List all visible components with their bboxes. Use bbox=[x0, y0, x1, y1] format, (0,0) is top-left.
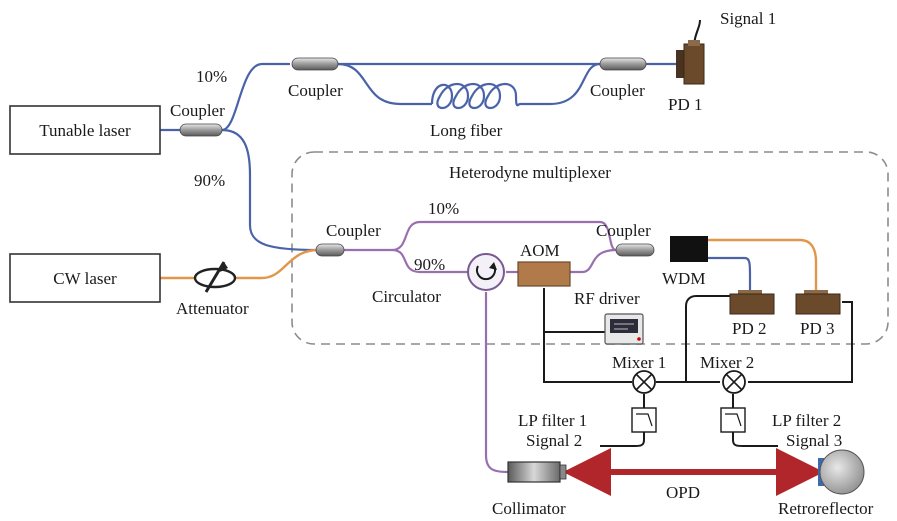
signal3-label: Signal 3 bbox=[786, 431, 842, 450]
cw-laser-label: CW laser bbox=[53, 269, 117, 288]
circulator-icon bbox=[467, 253, 505, 291]
pd3-detector bbox=[795, 290, 841, 315]
lp-filter2-label: LP filter 2 bbox=[772, 411, 841, 430]
pd1-label: PD 1 bbox=[668, 95, 702, 114]
split-90-het-label: 90% bbox=[414, 255, 445, 274]
retroreflector-icon bbox=[818, 449, 865, 495]
opd-label: OPD bbox=[666, 483, 700, 502]
coupler-input bbox=[179, 123, 223, 137]
collimator-icon bbox=[507, 461, 567, 483]
signal1-label: Signal 1 bbox=[720, 9, 776, 28]
mixer1-icon bbox=[632, 370, 656, 394]
circulator-label: Circulator bbox=[372, 287, 441, 306]
pd1-detector bbox=[676, 40, 705, 85]
lp-filter2-icon bbox=[720, 407, 746, 433]
coupler-mzi-in-label: Coupler bbox=[288, 81, 343, 100]
tunable-laser: Tunable laser bbox=[9, 105, 161, 155]
attenuator-icon bbox=[193, 261, 237, 293]
rf-driver-icon bbox=[604, 313, 644, 345]
orange-fiber-network bbox=[160, 238, 818, 292]
lp-filter1-icon bbox=[631, 407, 657, 433]
mixer2-label: Mixer 2 bbox=[700, 353, 754, 372]
split-10-top-label: 10% bbox=[196, 67, 227, 86]
pd2-detector bbox=[729, 290, 775, 315]
heterodyne-multiplexer-box bbox=[291, 151, 889, 345]
pd3-label: PD 3 bbox=[800, 319, 834, 338]
attenuator-label: Attenuator bbox=[176, 299, 249, 318]
mixer2-icon bbox=[722, 370, 746, 394]
aom-label: AOM bbox=[520, 241, 560, 260]
purple-fiber-network bbox=[342, 220, 617, 474]
tunable-laser-label: Tunable laser bbox=[39, 121, 131, 140]
collimator-label: Collimator bbox=[492, 499, 566, 518]
coupler-mzi-out bbox=[599, 57, 647, 71]
split-10-het-label: 10% bbox=[428, 199, 459, 218]
coupler-input-label: Coupler bbox=[170, 101, 225, 120]
heterodyne-multiplexer-label: Heterodyne multiplexer bbox=[449, 163, 611, 182]
coupler-het-in bbox=[315, 243, 345, 257]
wdm-label: WDM bbox=[662, 269, 705, 288]
split-90-top-label: 90% bbox=[194, 171, 225, 190]
aom-block bbox=[517, 261, 571, 287]
coupler-het-out-label: Coupler bbox=[596, 221, 651, 240]
blue-fiber-network bbox=[160, 62, 752, 292]
coupler-het-out bbox=[615, 243, 655, 257]
mixer1-label: Mixer 1 bbox=[612, 353, 666, 372]
rf-driver-label: RF driver bbox=[574, 289, 640, 308]
retroreflector-label: Retroreflector bbox=[778, 499, 874, 518]
cw-laser: CW laser bbox=[9, 253, 161, 303]
signal2-label: Signal 2 bbox=[526, 431, 582, 450]
long-fiber-label: Long fiber bbox=[430, 121, 503, 140]
wdm-block bbox=[670, 236, 708, 262]
coupler-het-in-label: Coupler bbox=[326, 221, 381, 240]
coupler-mzi-out-label: Coupler bbox=[590, 81, 645, 100]
pd2-label: PD 2 bbox=[732, 319, 766, 338]
lp-filter1-label: LP filter 1 bbox=[518, 411, 587, 430]
coupler-mzi-in bbox=[291, 57, 339, 71]
electrical-wiring bbox=[543, 19, 853, 447]
